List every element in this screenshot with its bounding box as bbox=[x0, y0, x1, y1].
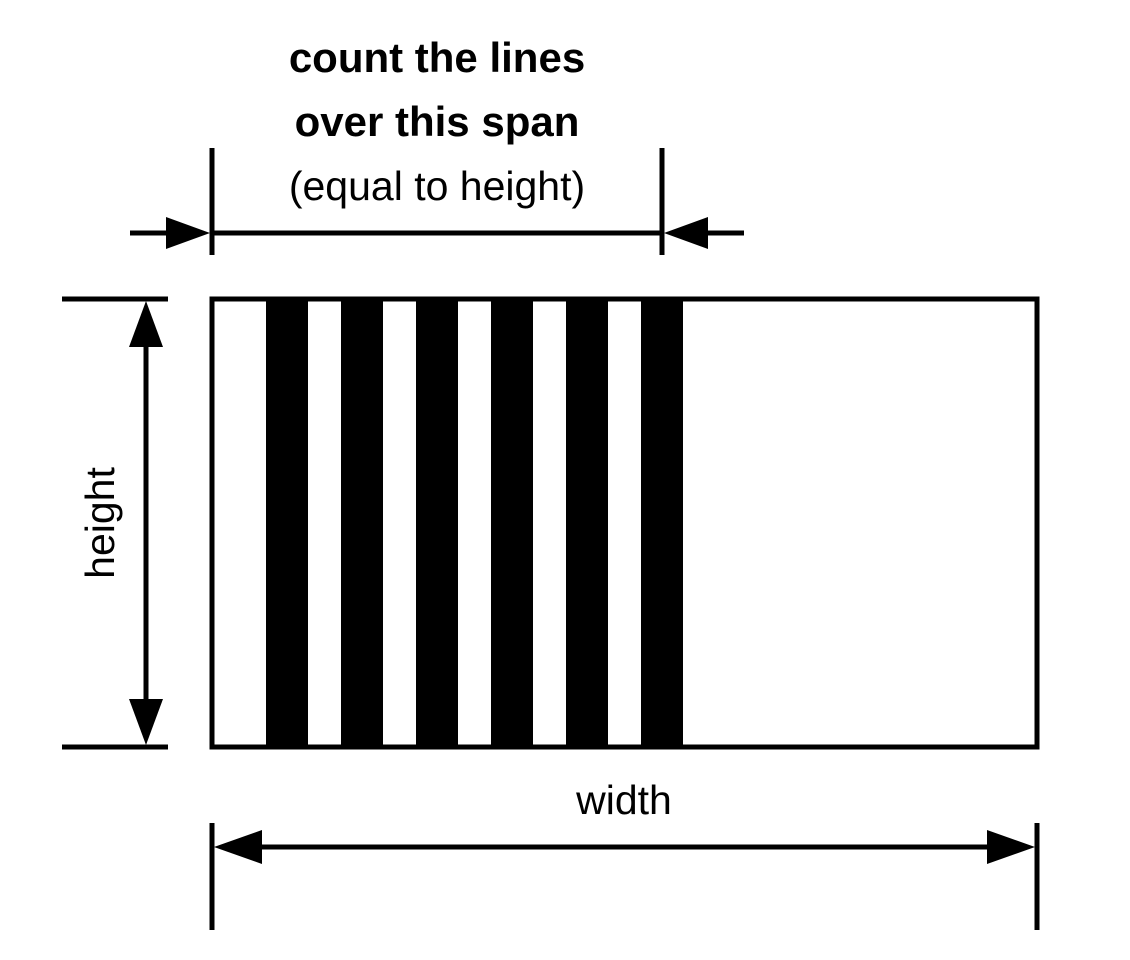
grating-line bbox=[491, 300, 533, 746]
grating-line bbox=[266, 300, 308, 746]
grating-line bbox=[341, 300, 383, 746]
title-line-1: count the lines bbox=[289, 34, 585, 81]
width-dimension bbox=[209, 823, 1040, 930]
height-dimension bbox=[62, 296, 168, 750]
grating-lines bbox=[266, 300, 683, 746]
width-left-arrowhead bbox=[214, 830, 262, 864]
title-line-3: (equal to height) bbox=[289, 163, 585, 209]
span-left-arrowhead bbox=[166, 217, 210, 249]
span-right-arrowhead bbox=[664, 217, 708, 249]
span-dimension bbox=[130, 148, 744, 255]
width-right-arrowhead bbox=[987, 830, 1035, 864]
grating-frame bbox=[209, 296, 1040, 750]
height-top-arrowhead bbox=[129, 301, 163, 347]
grating-line bbox=[416, 300, 458, 746]
height-bottom-arrowhead bbox=[129, 699, 163, 745]
grating-line bbox=[641, 300, 683, 746]
width-label: width bbox=[575, 777, 672, 823]
grating-line bbox=[566, 300, 608, 746]
title-line-2: over this span bbox=[295, 98, 580, 145]
height-label: height bbox=[77, 467, 123, 579]
grating bbox=[209, 296, 1040, 750]
